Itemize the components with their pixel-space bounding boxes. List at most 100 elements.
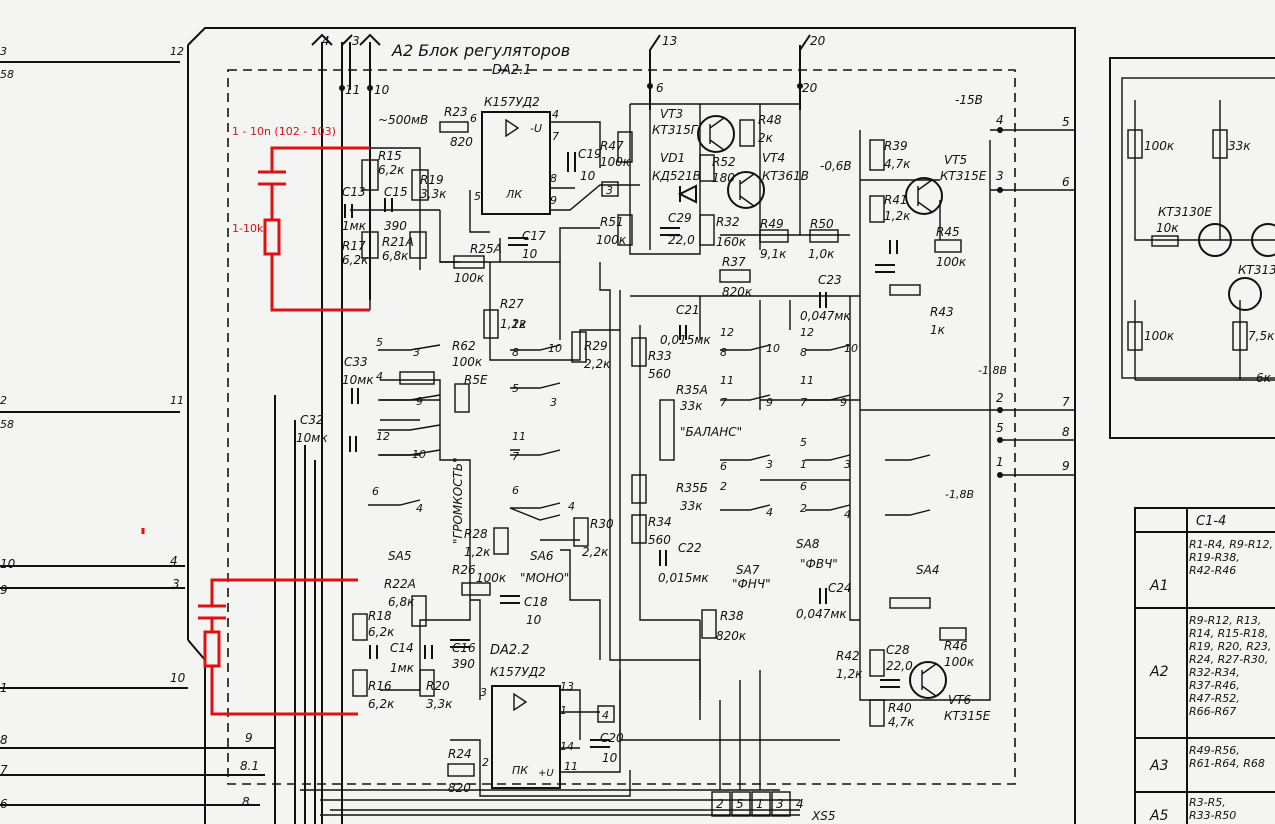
ic-da2-1-mu: -U bbox=[530, 122, 542, 135]
switch-groups bbox=[368, 344, 931, 521]
left-pin-7: 1 bbox=[0, 681, 8, 695]
rb-res-6: 6к bbox=[1256, 371, 1272, 385]
label-R45: R45 bbox=[936, 225, 960, 239]
value-C29: 22,0 bbox=[668, 233, 695, 247]
rb-transistor-2: КТ3130Е bbox=[1238, 263, 1275, 277]
ic-da2-2-pin11: 11 bbox=[564, 760, 578, 773]
ic-da2-2-pu: +U bbox=[538, 768, 554, 779]
left-pin-8: 8 bbox=[0, 733, 8, 747]
wire-num-7: 8.1 bbox=[240, 759, 259, 773]
label-C32: C32 bbox=[300, 413, 324, 427]
out-pin-1: 1 bbox=[996, 455, 1004, 469]
value-C24: 0,047мк bbox=[796, 607, 847, 621]
label-R43: R43 bbox=[930, 305, 954, 319]
svg-text:6: 6 bbox=[372, 485, 379, 498]
svg-text:9: 9 bbox=[416, 395, 423, 408]
label-R19: R19 bbox=[420, 173, 444, 187]
label-R47: R47 bbox=[600, 139, 624, 153]
label-balance: "БАЛАНС" bbox=[680, 425, 742, 439]
svg-text:12: 12 bbox=[800, 326, 814, 339]
conn-pin-10: 10 bbox=[374, 83, 390, 97]
svg-text:3: 3 bbox=[844, 458, 851, 471]
ic-da2-1-pin5: 5 bbox=[474, 190, 481, 203]
svg-text:9: 9 bbox=[766, 396, 773, 409]
label-C16: C16 bbox=[452, 641, 476, 655]
value-R47: 100к bbox=[600, 155, 631, 169]
value-R35B: 33к bbox=[680, 499, 703, 513]
value-R16: 6,2к bbox=[368, 697, 395, 711]
value-C22: 0,015мк bbox=[658, 571, 709, 585]
voltage-15v: -15В bbox=[955, 93, 983, 107]
wire-num-2: 11 bbox=[170, 394, 184, 407]
mod-lower bbox=[141, 528, 358, 716]
svg-text:4: 4 bbox=[766, 506, 773, 519]
rb-pin-8: 8 bbox=[1062, 425, 1070, 439]
svg-text:10: 10 bbox=[844, 342, 858, 355]
label-C18: C18 bbox=[524, 595, 548, 609]
ic-da2-2-ref: DA2.2 bbox=[490, 643, 530, 658]
out-pin-4: 4 bbox=[996, 113, 1004, 127]
svg-text:7: 7 bbox=[800, 396, 807, 409]
conn-pin-20b: 20 bbox=[802, 81, 818, 95]
value-VT5: КТ315Е bbox=[940, 169, 987, 183]
table-row3-block: А3 bbox=[1149, 758, 1168, 774]
ic-da2-1-ref: DA2.1 bbox=[492, 63, 532, 78]
label-R35B: R35Б bbox=[676, 481, 708, 495]
xs5-pin-2: 2 bbox=[716, 797, 724, 811]
label-sa4: SA4 bbox=[916, 563, 939, 577]
ic-da2-1-pin8: 8 bbox=[550, 172, 557, 185]
svg-text:11: 11 bbox=[512, 430, 526, 443]
label-R21A: R21A bbox=[382, 235, 414, 249]
svg-text:4: 4 bbox=[844, 508, 851, 521]
svg-text:8: 8 bbox=[800, 346, 807, 359]
label-C19: C19 bbox=[578, 147, 602, 161]
block-title: А2 Блок регуляторов bbox=[391, 41, 570, 60]
conn-pin-6: 6 bbox=[656, 81, 664, 95]
value-C14: 1мк bbox=[390, 661, 415, 675]
value-R49: 9,1к bbox=[760, 247, 787, 261]
label-R30: R30 bbox=[590, 517, 614, 531]
label-R46: R46 bbox=[944, 639, 968, 653]
label-C22: C22 bbox=[678, 541, 702, 555]
table-row1-block: А1 bbox=[1149, 578, 1168, 594]
value-C15: 390 bbox=[384, 219, 407, 233]
label-sa6: SA6 bbox=[530, 549, 554, 563]
value-C23: 0,047мк bbox=[800, 309, 851, 323]
rb-res-5: 7,5к bbox=[1248, 329, 1275, 343]
label-C28: C28 bbox=[886, 643, 910, 657]
ic-da2-1-pin7: 7 bbox=[552, 130, 559, 143]
xs5-pin-4: 4 bbox=[796, 797, 804, 811]
table-row1-text: R1-R4, R9-R12,R19-R38,R42-R46 bbox=[1189, 538, 1273, 577]
svg-text:4: 4 bbox=[416, 502, 423, 515]
svg-text:4: 4 bbox=[376, 370, 383, 383]
table-row4-block: А5 bbox=[1149, 808, 1169, 824]
svg-text:12: 12 bbox=[376, 430, 390, 443]
ic-da2-2-pin14: 14 bbox=[560, 740, 574, 753]
svg-text:2: 2 bbox=[800, 502, 807, 515]
value-R29: 2,2к bbox=[584, 357, 611, 371]
label-R29: R29 bbox=[584, 339, 608, 353]
svg-text:6: 6 bbox=[800, 480, 807, 493]
wire-num-6: 9 bbox=[245, 731, 253, 745]
label-sa7: SA7 bbox=[736, 563, 760, 577]
value-R28: 1,2к bbox=[464, 545, 491, 559]
svg-text:5: 5 bbox=[376, 336, 383, 349]
xs5-pin-5: 5 bbox=[736, 797, 744, 811]
value-VT4: КТ361В bbox=[762, 169, 809, 183]
left-pin-4: 58 bbox=[0, 418, 14, 431]
label-R62: R62 bbox=[452, 339, 476, 353]
label-C14: C14 bbox=[390, 641, 414, 655]
value-C18: 10 bbox=[526, 613, 542, 627]
ic-da2-2-marker: 4 bbox=[602, 709, 609, 722]
svg-text:6: 6 bbox=[720, 460, 727, 473]
label-VD1: VD1 bbox=[660, 151, 685, 165]
label-R40: R40 bbox=[888, 701, 912, 715]
wire-num-1: 12 bbox=[170, 45, 184, 58]
label-R41: R41 bbox=[884, 193, 908, 207]
value-R39: 4,7к bbox=[884, 157, 911, 171]
table-row4-text: R3-R5,R33-R50 bbox=[1189, 796, 1236, 822]
label-R34: R34 bbox=[648, 515, 672, 529]
rb-res-3: 10к bbox=[1156, 221, 1179, 235]
value-C20: 10 bbox=[602, 751, 618, 765]
value-C21: 0,015мк bbox=[660, 333, 711, 347]
